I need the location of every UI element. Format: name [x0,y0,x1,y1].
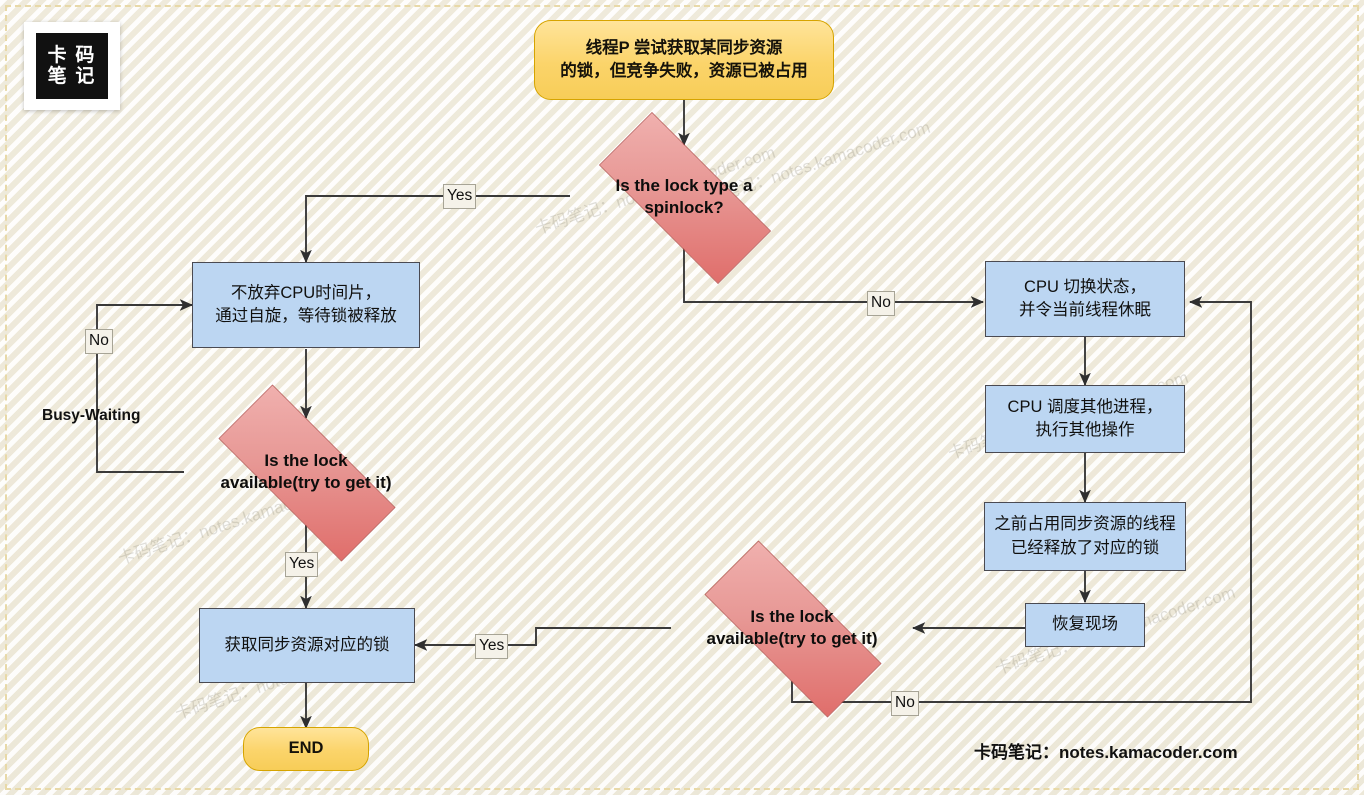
node-start: 线程P 尝试获取某同步资源 的锁，但竞争失败，资源已被占用 [534,20,834,100]
node-cpu-switch: CPU 切换状态， 并令当前线程休眠 [985,261,1185,337]
edge-right-yes-to-acquire [413,627,671,651]
site-logo: 卡 码 笔 记 [24,22,120,110]
edge-label-right-no: No [891,691,919,716]
node-decision-lock-available-right-label: Is the lock available(try to get it) [706,606,878,648]
edge-label-right-yes: Yes [475,634,509,659]
edge-label-spinlock-no: No [867,291,895,316]
node-decision-is-spinlock: Is the lock type a spinlock? [566,111,802,285]
node-cpu-schedule: CPU 调度其他进程， 执行其他操作 [985,385,1185,453]
node-decision-lock-available-right: Is the lock available(try to get it) [670,540,914,718]
node-restore-context: 恢复现场 [1025,603,1145,647]
edge-label-left-no: No [85,329,113,354]
node-decision-is-spinlock-label: Is the lock type a spinlock? [615,175,753,217]
node-end: END [243,727,369,771]
node-spin-wait: 不放弃CPU时间片， 通过自旋，等待锁被释放 [192,262,420,348]
edge-label-left-yes: Yes [285,552,319,577]
logo-inner: 卡 码 笔 记 [36,33,108,99]
logo-line-2: 笔 记 [47,66,97,87]
logo-line-1: 卡 码 [47,44,97,66]
node-lock-released: 之前占用同步资源的线程 已经释放了对应的锁 [984,502,1186,571]
node-decision-lock-available-left-label: Is the lock available(try to get it) [220,450,392,492]
node-decision-lock-available-left: Is the lock available(try to get it) [184,384,428,562]
annotation-busy-waiting: Busy-Waiting [42,407,141,424]
node-acquire-lock: 获取同步资源对应的锁 [199,608,415,683]
edge-label-spinlock-yes: Yes [443,184,477,209]
footer-credit: 卡码笔记：notes.kamacoder.com [974,743,1238,762]
edge-spinlock-yes-to-spinwait [300,195,570,264]
